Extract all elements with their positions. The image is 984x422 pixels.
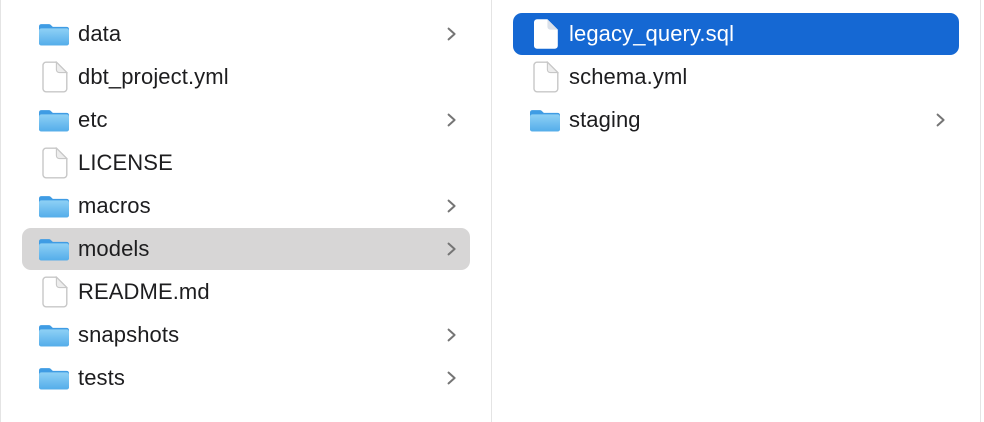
document-icon <box>36 274 72 310</box>
chevron-right-icon <box>446 111 457 129</box>
folder-icon <box>36 102 72 138</box>
chevron-right-icon <box>446 326 457 344</box>
finder-column-models-contents: legacy_query.sql schema.yml staging <box>492 0 980 422</box>
chevron-right-icon <box>446 25 457 43</box>
folder-icon <box>36 231 72 267</box>
item-label: schema.yml <box>569 64 688 89</box>
item-label: etc <box>78 107 108 132</box>
item-label: macros <box>78 193 151 218</box>
finder-item-models[interactable]: models <box>22 228 470 270</box>
item-label: snapshots <box>78 322 180 347</box>
finder-item-license[interactable]: LICENSE <box>22 142 470 184</box>
folder-icon <box>527 102 563 138</box>
finder-item-data[interactable]: data <box>22 13 470 55</box>
document-icon <box>527 16 563 52</box>
folder-icon <box>36 317 72 353</box>
item-label: dbt_project.yml <box>78 64 229 89</box>
column-divider[interactable] <box>491 0 492 422</box>
finder-item-tests[interactable]: tests <box>22 357 470 399</box>
item-label: models <box>78 236 150 261</box>
finder-item-etc[interactable]: etc <box>22 99 470 141</box>
document-icon <box>36 145 72 181</box>
previous-column-divider <box>0 0 1 422</box>
finder-item-readme-md[interactable]: README.md <box>22 271 470 313</box>
item-label: staging <box>569 107 641 132</box>
item-label: data <box>78 21 122 46</box>
folder-icon <box>36 188 72 224</box>
finder-item-legacy-query-sql[interactable]: legacy_query.sql <box>513 13 959 55</box>
item-label: legacy_query.sql <box>569 21 735 46</box>
finder-item-schema-yml[interactable]: schema.yml <box>513 56 959 98</box>
folder-icon <box>36 360 72 396</box>
finder-item-snapshots[interactable]: snapshots <box>22 314 470 356</box>
item-label: LICENSE <box>78 150 173 175</box>
document-icon <box>36 59 72 95</box>
folder-icon <box>36 16 72 52</box>
finder-item-dbt-project-yml[interactable]: dbt_project.yml <box>22 56 470 98</box>
item-label: README.md <box>78 279 210 304</box>
next-column-divider <box>980 0 981 422</box>
chevron-right-icon <box>935 111 946 129</box>
finder-item-staging[interactable]: staging <box>513 99 959 141</box>
item-label: tests <box>78 365 125 390</box>
finder-column-project-root: data dbt_project.yml etc LICENSE macro <box>1 0 491 422</box>
finder-item-macros[interactable]: macros <box>22 185 470 227</box>
chevron-right-icon <box>446 240 457 258</box>
chevron-right-icon <box>446 369 457 387</box>
document-icon <box>527 59 563 95</box>
chevron-right-icon <box>446 197 457 215</box>
